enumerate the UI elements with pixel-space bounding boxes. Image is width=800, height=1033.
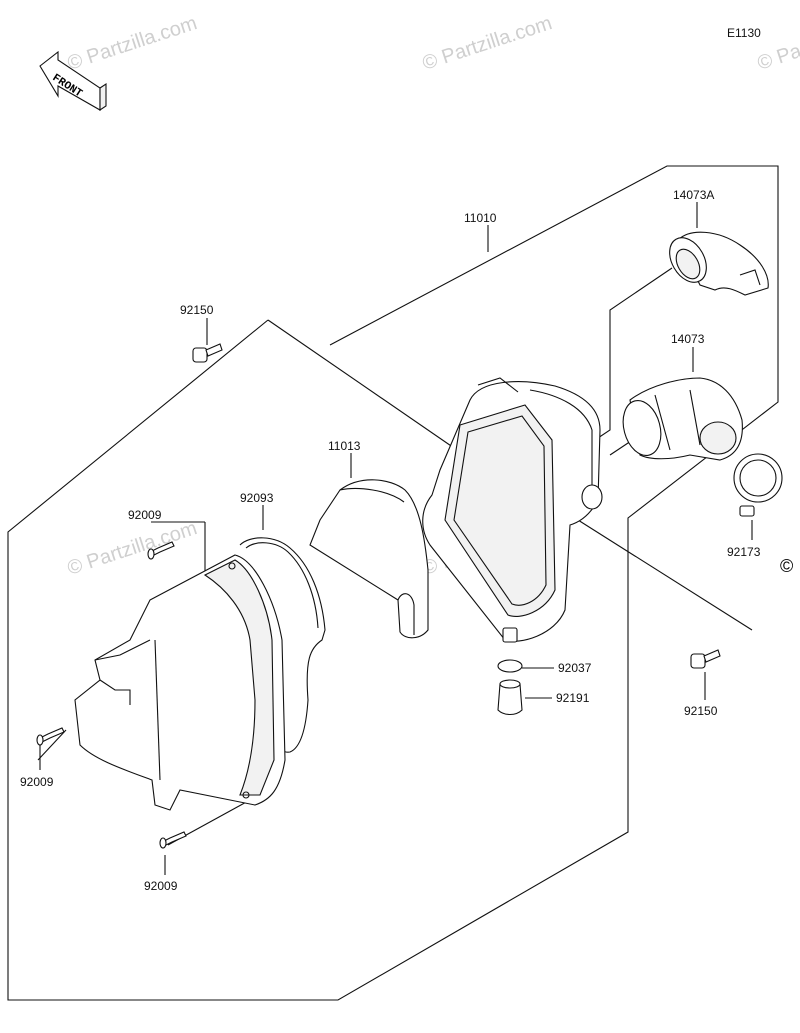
part-label-14073A[interactable]: 14073A xyxy=(673,188,714,202)
air-filter-element xyxy=(309,479,429,639)
diagram-code: E1130 xyxy=(727,26,761,40)
part-label-92009-top[interactable]: 92009 xyxy=(128,508,162,522)
bolt-icon-92150-top xyxy=(192,343,223,363)
group-outline-11010 xyxy=(7,165,779,1001)
clip-92037 xyxy=(497,659,523,673)
part-label-92173[interactable]: 92173 xyxy=(727,545,761,559)
watermark-text: © Partzilla.com xyxy=(420,12,555,75)
part-label-92191[interactable]: 92191 xyxy=(556,691,590,705)
part-label-92009-left[interactable]: 92009 xyxy=(20,775,54,789)
drain-plug-92191 xyxy=(497,679,523,716)
part-label-92037[interactable]: 92037 xyxy=(558,661,592,675)
part-label-14073[interactable]: 14073 xyxy=(671,332,705,346)
bolt-icon-92150-right xyxy=(690,649,721,669)
part-label-92093[interactable]: 92093 xyxy=(240,491,274,505)
part-label-92150-right[interactable]: 92150 xyxy=(684,704,718,718)
watermark-text: © Partzilla.com xyxy=(65,12,200,75)
part-label-11013[interactable]: 11013 xyxy=(328,439,361,453)
air-cleaner-cover xyxy=(74,554,286,811)
screw-icon-92009-bottom xyxy=(159,831,187,849)
copyright-symbol: © xyxy=(780,556,793,576)
intake-duct-14073 xyxy=(622,377,743,461)
intake-duct-14073A xyxy=(669,231,769,296)
hose-clamp-92173 xyxy=(733,453,783,517)
case-seal xyxy=(239,537,326,753)
part-label-11010[interactable]: 11010 xyxy=(464,211,497,225)
watermark-text: © Partzilla.com xyxy=(755,12,800,75)
watermark-text: © Partzilla.com xyxy=(65,517,200,580)
part-labels: 11010 14073A 14073 92150 11013 92009 920… xyxy=(20,188,761,893)
part-label-92150-top[interactable]: 92150 xyxy=(180,303,214,317)
screw-icon-92009-top xyxy=(147,541,175,560)
part-label-92009-bottom[interactable]: 92009 xyxy=(144,879,178,893)
leader-lines xyxy=(37,202,753,875)
air-cleaner-case xyxy=(422,377,603,643)
screw-icon-92009-left xyxy=(36,727,65,746)
